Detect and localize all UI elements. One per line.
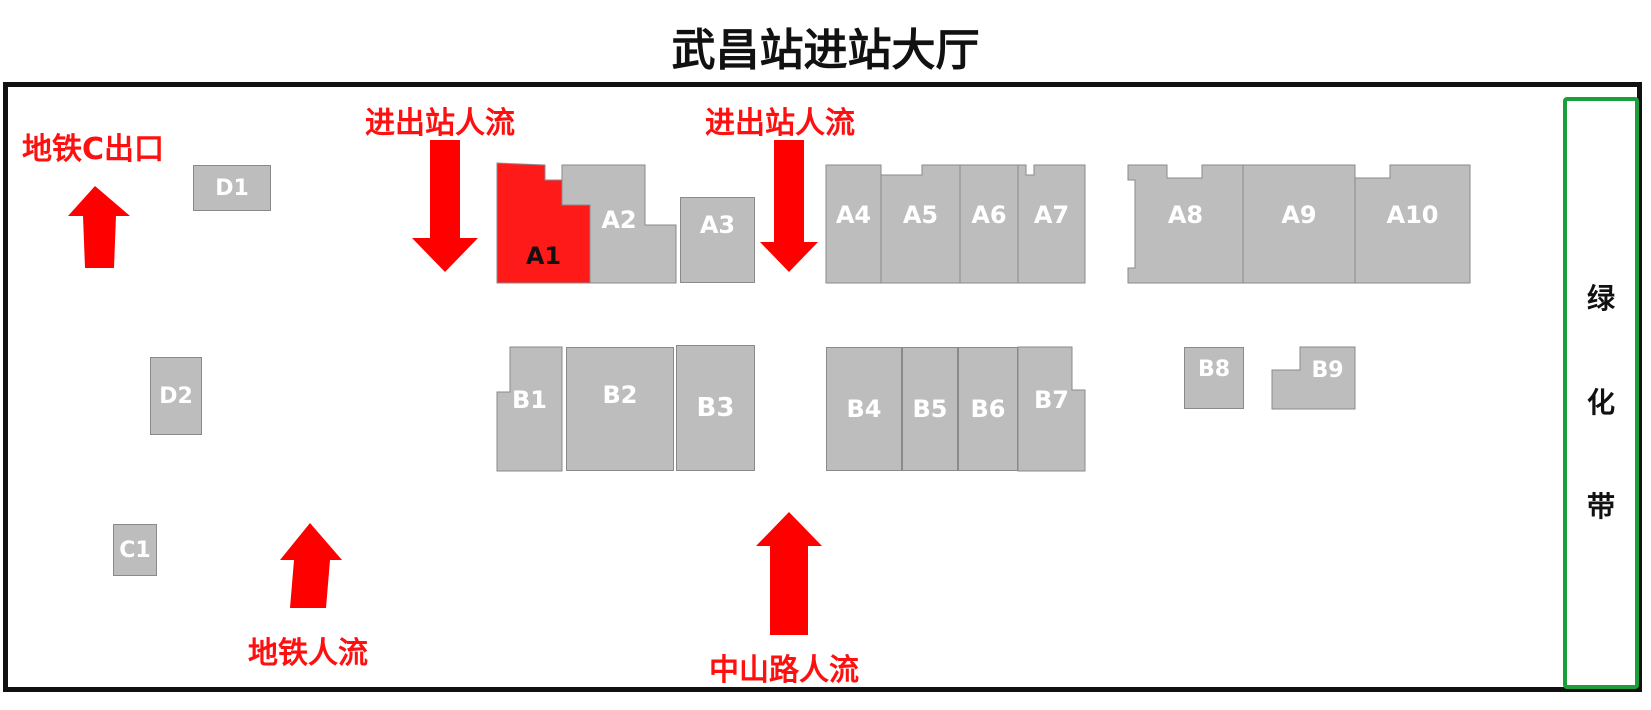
booth-a8[interactable]: A8 xyxy=(1167,201,1204,229)
booth-b1[interactable]: B1 xyxy=(512,386,547,414)
booth-b2[interactable]: B2 xyxy=(566,347,674,471)
booth-a1-shape xyxy=(496,162,591,284)
booth-b5[interactable]: B5 xyxy=(902,347,958,471)
arrow-up-metro-flow xyxy=(280,523,342,608)
booth-c1[interactable]: C1 xyxy=(113,524,157,576)
booth-a5[interactable]: A5 xyxy=(902,201,939,229)
booth-b7[interactable]: B7 xyxy=(1034,386,1069,414)
booth-b9-shape xyxy=(1271,346,1356,410)
arrow-up-metro-c xyxy=(68,186,130,268)
booth-a2[interactable]: A2 xyxy=(601,206,637,234)
label-metro-flow: 地铁人流 xyxy=(248,636,368,671)
arrow-down-flow-2 xyxy=(760,140,818,272)
booth-b6[interactable]: B6 xyxy=(958,347,1018,471)
booth-a9[interactable]: A9 xyxy=(1281,201,1317,229)
booth-a3[interactable]: A3 xyxy=(680,197,755,283)
booth-b3[interactable]: B3 xyxy=(676,345,755,471)
booth-a7[interactable]: A7 xyxy=(1033,201,1070,229)
label-flow-in-out-2: 进出站人流 xyxy=(705,106,855,141)
label-flow-in-out-1: 进出站人流 xyxy=(365,106,515,141)
arrow-down-flow-1 xyxy=(412,140,478,272)
booth-b7-shape xyxy=(1017,346,1086,472)
label-zhongshan-flow: 中山路人流 xyxy=(709,653,859,688)
booth-b8[interactable]: B8 xyxy=(1184,347,1244,409)
label-metro-c-exit: 地铁C出口 xyxy=(22,132,165,167)
booth-b9[interactable]: B9 xyxy=(1311,357,1344,383)
green-belt: 绿 化 带 xyxy=(1563,97,1639,689)
booth-b4[interactable]: B4 xyxy=(826,347,902,471)
booth-a8-a10-shape xyxy=(1127,164,1471,284)
booth-a6[interactable]: A6 xyxy=(971,201,1007,229)
booth-a10[interactable]: A10 xyxy=(1386,201,1439,229)
green-belt-char-3: 带 xyxy=(1586,490,1615,523)
booth-a1[interactable]: A1 xyxy=(525,242,562,270)
booth-b1-shape xyxy=(496,346,563,472)
green-belt-char-2: 化 xyxy=(1586,386,1615,419)
page-title: 武昌站进站大厅 xyxy=(671,25,980,76)
hall-outline xyxy=(3,82,1642,692)
booth-a4[interactable]: A4 xyxy=(835,201,872,229)
booth-d2[interactable]: D2 xyxy=(150,357,202,435)
arrow-up-zhongshan xyxy=(756,512,822,635)
booth-d1[interactable]: D1 xyxy=(193,165,271,211)
green-belt-char-1: 绿 xyxy=(1586,282,1615,315)
